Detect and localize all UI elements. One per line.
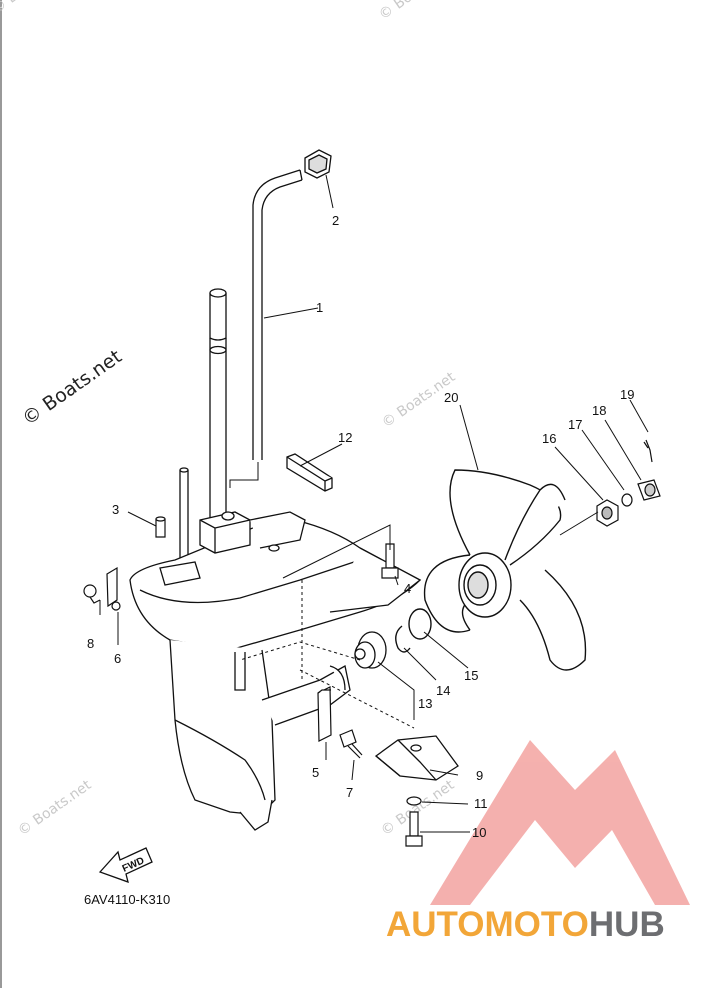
callout-4: 4 bbox=[404, 581, 411, 596]
dashed-lines bbox=[239, 580, 415, 729]
fwd-arrow: FWD bbox=[98, 847, 153, 884]
part-4-bolt bbox=[381, 543, 399, 579]
callout-5: 5 bbox=[312, 765, 319, 780]
callout-12: 12 bbox=[338, 430, 352, 445]
part-16-nut bbox=[596, 499, 619, 527]
part-6-bracket bbox=[106, 566, 121, 611]
callout-9: 9 bbox=[476, 768, 483, 783]
callout-14: 14 bbox=[436, 683, 450, 698]
part-7-screw bbox=[339, 729, 363, 759]
part-3-pin bbox=[155, 516, 166, 538]
part-12-grommet bbox=[286, 453, 333, 492]
brand-part-hub: HUB bbox=[589, 905, 665, 944]
drive-shaft bbox=[209, 288, 227, 521]
part-10-bolt bbox=[405, 811, 423, 847]
part-9-anode bbox=[374, 735, 459, 781]
part-13-spacer bbox=[354, 631, 387, 669]
brand-part-auto: AUTO bbox=[386, 905, 485, 944]
part-17-washer bbox=[621, 493, 633, 507]
callout-6: 6 bbox=[114, 651, 121, 666]
part-11-washer bbox=[406, 796, 422, 806]
part-19-cotter-pin bbox=[643, 439, 653, 463]
callout-19: 19 bbox=[620, 387, 634, 402]
svg-text:AUTOMOTOHUB: AUTOMOTOHUB bbox=[386, 905, 665, 944]
brand-logo-text: AUTOMOTOHUB bbox=[386, 905, 665, 944]
watermark-top-left: © Boats.net bbox=[0, 0, 69, 17]
callout-3: 3 bbox=[112, 502, 119, 517]
lower-unit-housing bbox=[129, 511, 422, 831]
brand-part-moto: MOTO bbox=[485, 905, 589, 944]
watermark-left-large: © Boats.net bbox=[18, 346, 126, 431]
callout-18: 18 bbox=[592, 403, 606, 418]
part-14-circlip bbox=[395, 625, 411, 653]
part-5-bracket bbox=[317, 686, 332, 742]
brand-logo-mark bbox=[430, 740, 690, 905]
callout-10: 10 bbox=[472, 825, 486, 840]
callout-17: 17 bbox=[568, 417, 582, 432]
callout-15: 15 bbox=[464, 668, 478, 683]
callout-11: 11 bbox=[474, 796, 488, 811]
watermark-top-center: © Boats.net bbox=[376, 0, 456, 23]
part-18-spacer bbox=[637, 479, 661, 501]
callout-2: 2 bbox=[332, 213, 339, 228]
part-15-oring bbox=[408, 608, 432, 640]
part-20-propeller bbox=[423, 469, 587, 671]
part-1-tube bbox=[252, 169, 303, 460]
callout-16: 16 bbox=[542, 431, 556, 446]
water-tube bbox=[179, 467, 189, 561]
callout-1: 1 bbox=[316, 300, 323, 315]
callouts: 1 2 3 4 5 6 7 8 9 10 11 12 13 14 15 16 1… bbox=[87, 213, 634, 840]
callout-7: 7 bbox=[346, 785, 353, 800]
callout-20: 20 bbox=[444, 390, 458, 405]
callout-8: 8 bbox=[87, 636, 94, 651]
part-code: 6AV4110-K310 bbox=[84, 892, 170, 907]
watermark-bottom-left: © Boats.net bbox=[15, 777, 95, 839]
part-8-bolt bbox=[83, 584, 101, 604]
part-2-grommet bbox=[304, 149, 332, 179]
leader-lines bbox=[99, 174, 649, 833]
callout-13: 13 bbox=[418, 696, 432, 711]
